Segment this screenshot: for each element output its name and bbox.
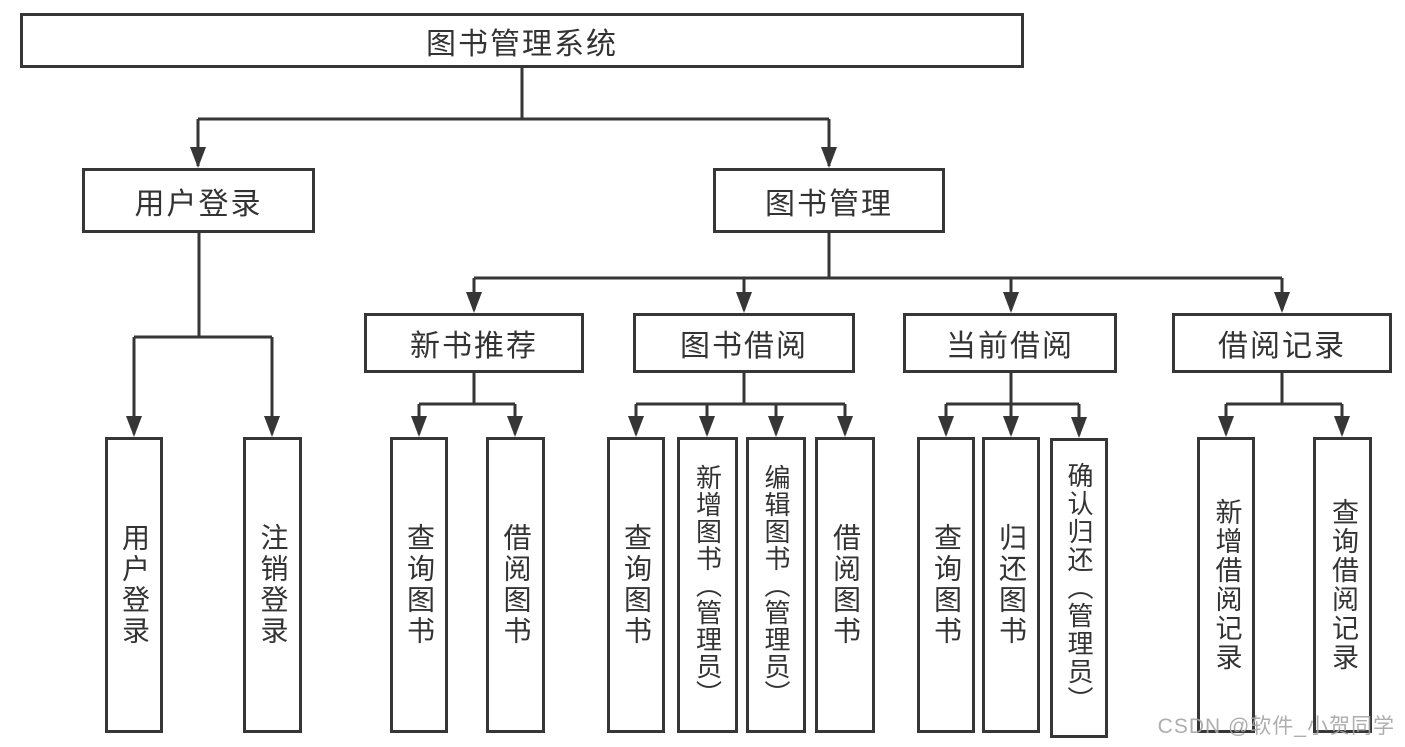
arrowhead <box>264 416 280 437</box>
arrowhead <box>466 292 482 313</box>
leaf-bb-query-book: 查询图书 <box>607 437 665 733</box>
leaf-user-login: 用户登录 <box>105 437 163 733</box>
node-user-login: 用户登录 <box>82 168 315 233</box>
leaf-bb-edit-book-admin: 编辑图书（管理员） <box>746 437 806 733</box>
connector-user-login-to-children <box>126 233 280 437</box>
connector-root-to-level2 <box>190 68 837 168</box>
arrowhead <box>1071 417 1087 438</box>
leaf-bb-add-book-admin: 新增图书（管理员） <box>677 437 738 733</box>
arrowhead <box>837 416 853 437</box>
arrowhead <box>938 416 954 437</box>
leaf-cb-confirm-return-admin: 确认归还（管理员） <box>1050 438 1108 738</box>
leaf-cb-return-book: 归还图书 <box>982 437 1040 733</box>
watermark: CSDN @软件_小贺同学 <box>1157 715 1395 738</box>
connector-borrow-record-to-children <box>1218 373 1350 437</box>
connector-new-book-to-children <box>411 373 523 437</box>
arrowhead <box>768 416 784 437</box>
arrowhead <box>126 416 142 437</box>
node-root: 图书管理系统 <box>20 13 1024 68</box>
arrowhead <box>736 292 752 313</box>
leaf-br-query-record: 查询借阅记录 <box>1313 437 1372 733</box>
leaf-br-add-record: 新增借阅记录 <box>1197 437 1255 733</box>
leaf-nb-borrow-book: 借阅图书 <box>486 437 545 733</box>
arrowhead <box>1003 292 1019 313</box>
arrowhead <box>1218 416 1234 437</box>
leaf-logout: 注销登录 <box>243 437 302 733</box>
arrowhead <box>1274 292 1290 313</box>
connector-book-borrow-to-children <box>628 373 853 437</box>
node-book-borrow: 图书借阅 <box>633 313 855 373</box>
arrowhead <box>190 147 206 168</box>
node-current-borrow: 当前借阅 <box>903 313 1117 373</box>
leaf-bb-borrow-book: 借阅图书 <box>815 437 875 733</box>
leaf-cb-query-book: 查询图书 <box>917 437 975 733</box>
arrowhead <box>821 147 837 168</box>
node-borrow-records: 借阅记录 <box>1172 313 1392 373</box>
arrowhead <box>1334 416 1350 437</box>
node-new-book-recommend: 新书推荐 <box>364 313 584 373</box>
leaf-nb-query-book: 查询图书 <box>390 437 448 733</box>
arrowhead <box>411 416 427 437</box>
arrowhead <box>628 416 644 437</box>
arrowhead <box>507 416 523 437</box>
node-book-management: 图书管理 <box>713 168 945 233</box>
arrowhead <box>1003 416 1019 437</box>
connector-book-mgmt-to-level3 <box>466 233 1290 313</box>
arrowhead <box>699 416 715 437</box>
connector-current-borrow-to-children <box>938 373 1087 438</box>
